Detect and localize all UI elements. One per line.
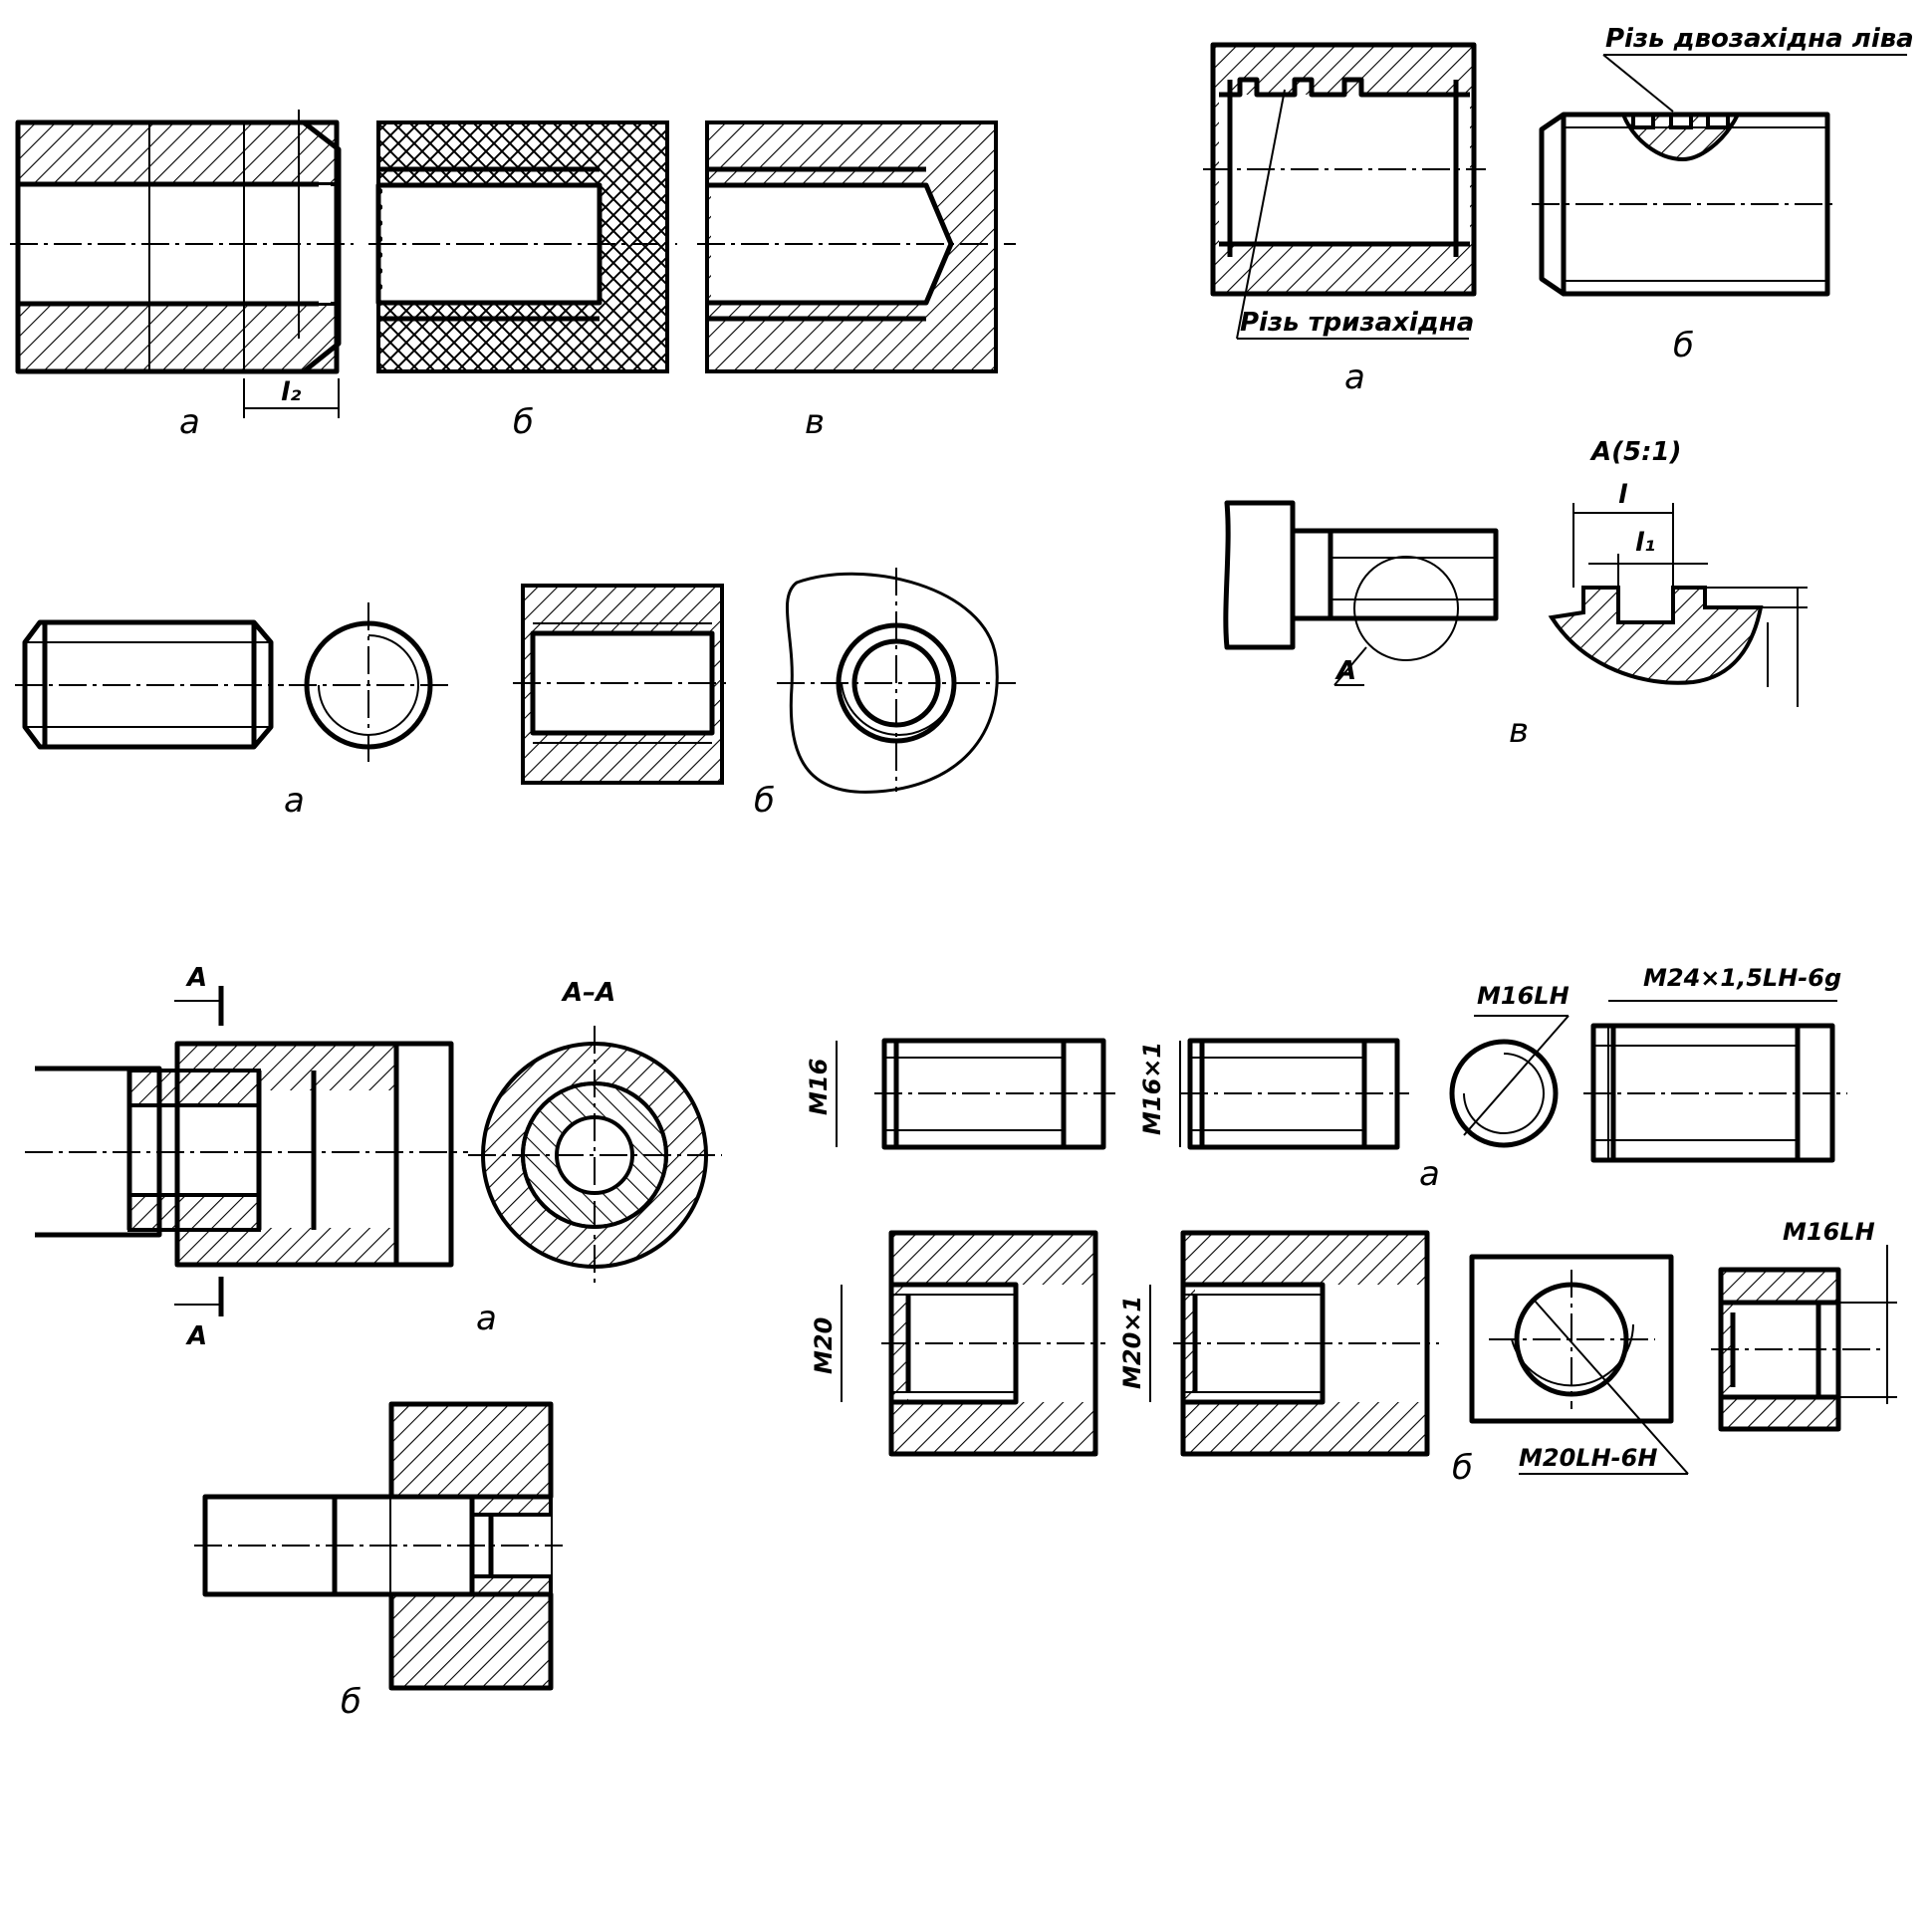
designation-m16x1: M16×1 — [1138, 1042, 1166, 1135]
fig4-view-a: A A A–A а — [25, 963, 722, 1351]
dim-l2-label: l₂ — [281, 377, 302, 407]
figure-3: Різь тризахідна а Різь двозахідна ліва б… — [1203, 24, 1914, 751]
fig4-view-b: б — [194, 1401, 563, 1722]
fig4-caption-b: б — [341, 1682, 362, 1722]
fig1-view-a: l₂ а — [10, 110, 354, 442]
fig3-view-c: A A(5:1) l l₁ в — [1223, 437, 1808, 751]
fig3-caption-b: б — [1673, 326, 1694, 365]
fig5-caption-a: а — [1419, 1154, 1440, 1194]
figure-5: M16 M16×1 M16LH M24×1,5LH-6g а — [805, 964, 1897, 1488]
fig2-view-b: б — [513, 568, 1016, 821]
designation-m20x1: M20×1 — [1118, 1296, 1146, 1389]
fig1-caption-b: б — [513, 402, 534, 442]
fig3-view-b: Різь двозахідна ліва б — [1532, 24, 1914, 365]
fig2-caption-a: а — [284, 781, 305, 821]
designation-m16: M16 — [805, 1059, 833, 1115]
fig5-view-a: M16 M16×1 M16LH M24×1,5LH-6g а — [805, 964, 1847, 1194]
figure-1: l₂ а б в — [10, 110, 1016, 442]
note-triple-thread: Різь тризахідна — [1240, 308, 1474, 338]
fig1-view-c: в — [697, 120, 1016, 442]
dim-l: l — [1618, 480, 1628, 510]
figure-4: A A A–A а б — [25, 963, 722, 1722]
section-marker-top: A — [185, 963, 207, 993]
fig1-view-b: б — [368, 120, 677, 442]
fig1-caption-c: в — [805, 402, 825, 442]
fig1-caption-a: а — [179, 402, 200, 442]
designation-m16lh-b: M16LH — [1783, 1218, 1875, 1246]
note-double-left-thread: Різь двозахідна ліва — [1605, 24, 1914, 54]
fig2-view-a: а — [15, 602, 448, 821]
fig3-caption-a: а — [1344, 358, 1365, 397]
fig5-caption-b: б — [1452, 1448, 1473, 1488]
fig2-caption-b: б — [754, 781, 775, 821]
designation-m20lh6h: M20LH-6H — [1519, 1444, 1657, 1472]
section-title: A–A — [561, 978, 615, 1008]
designation-m16lh: M16LH — [1477, 982, 1570, 1010]
fig5-view-b: M20 M20×1 M20LH-6H б — [810, 1218, 1897, 1488]
designation-m20: M20 — [810, 1317, 838, 1374]
figure-2: а б — [15, 568, 1016, 821]
fig3-caption-c: в — [1509, 711, 1529, 751]
designation-m24: M24×1,5LH-6g — [1643, 964, 1841, 992]
fig4-caption-a: а — [476, 1299, 497, 1338]
detail-title: A(5:1) — [1589, 437, 1681, 467]
dim-l1: l₁ — [1635, 528, 1655, 558]
fig3-view-a: Різь тризахідна а — [1203, 42, 1486, 397]
detail-marker-a: A — [1334, 656, 1356, 686]
section-marker-bottom: A — [185, 1321, 207, 1351]
